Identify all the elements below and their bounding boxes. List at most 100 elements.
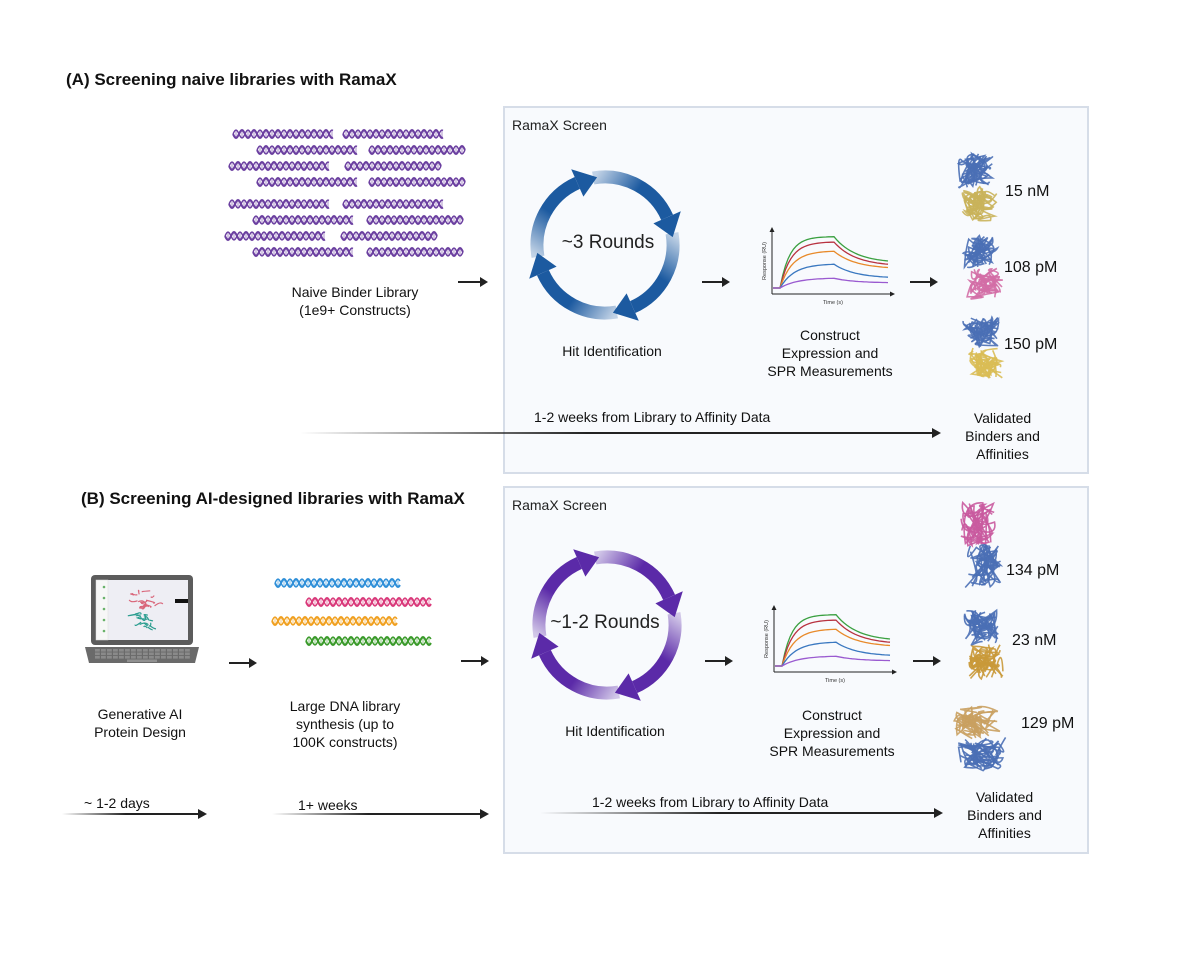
arrowhead-icon bbox=[612, 293, 639, 321]
dna-strand bbox=[344, 160, 442, 172]
hit-identification-caption: Hit Identification bbox=[565, 723, 665, 739]
protein-structure-icon bbox=[956, 151, 998, 222]
protein-domain bbox=[953, 705, 1001, 740]
dna-strand bbox=[368, 176, 466, 188]
cycle-arrows-icon bbox=[531, 549, 683, 701]
protein-structure-icon bbox=[963, 608, 1004, 681]
cycle-arc bbox=[594, 550, 676, 601]
cycle-arc bbox=[538, 649, 620, 700]
naive-library-caption: Naive Binder Library (1e9+ Constructs) bbox=[270, 283, 440, 319]
dna-strand bbox=[256, 144, 358, 156]
generative-ai-caption: Generative AI Protein Design bbox=[75, 705, 205, 741]
protein-domain bbox=[961, 185, 998, 222]
trackpad bbox=[127, 659, 157, 662]
dna-strand bbox=[224, 230, 326, 242]
cycle-arc bbox=[536, 269, 618, 320]
arrow-icon bbox=[910, 277, 938, 287]
spr-curve bbox=[773, 236, 889, 289]
dna-strand bbox=[366, 246, 464, 258]
dna-strand bbox=[342, 198, 444, 210]
arrowhead-icon bbox=[655, 591, 683, 618]
dna-strand bbox=[342, 128, 444, 140]
timeline-arrow bbox=[272, 809, 489, 819]
y-axis-label: Response (RU) bbox=[764, 620, 770, 658]
hit-identification-caption: Hit Identification bbox=[562, 343, 662, 359]
y-axis-label: Response (RU) bbox=[762, 242, 768, 280]
dna-strand bbox=[305, 635, 432, 647]
timeline-label: ~ 1-2 days bbox=[84, 795, 150, 811]
dna-strand bbox=[366, 214, 464, 226]
protein-domain bbox=[966, 267, 1003, 300]
sidebar-dot bbox=[102, 629, 106, 633]
protein-domain bbox=[961, 234, 1000, 270]
dna-strand bbox=[340, 230, 438, 242]
axis-arrow-icon bbox=[769, 227, 775, 232]
caption-line: SPR Measurements bbox=[767, 363, 893, 379]
protein-domain bbox=[957, 736, 1007, 772]
spr-caption: Construct Expression and SPR Measurement… bbox=[760, 326, 900, 380]
laptop-screen bbox=[96, 580, 188, 640]
caption-line: synthesis (up to bbox=[295, 716, 395, 732]
affinity-value: 108 pM bbox=[1004, 259, 1058, 276]
spr-curve bbox=[773, 277, 889, 289]
caption-line: Construct bbox=[800, 327, 860, 343]
dna-strand bbox=[252, 214, 354, 226]
cycle-arc bbox=[629, 232, 680, 314]
protein-domain bbox=[963, 608, 999, 647]
caption-line: Validated bbox=[973, 410, 1032, 426]
axis-arrow-icon bbox=[771, 605, 777, 610]
spr-curve bbox=[773, 250, 889, 289]
dna-strand bbox=[252, 246, 354, 258]
spr-sensorgram: Response (RU) Time (s) bbox=[764, 605, 897, 684]
spr-curve bbox=[773, 263, 889, 289]
timeline-label: 1-2 weeks from Library to Affinity Data bbox=[592, 794, 829, 810]
sidebar-dot bbox=[102, 618, 106, 622]
cycle-arc bbox=[530, 176, 581, 258]
dna-helix-icon bbox=[271, 577, 432, 647]
validated-binders-caption: Validated Binders and Affinities bbox=[950, 409, 1055, 463]
timeline-arrow bbox=[300, 428, 941, 438]
dna-strand bbox=[228, 198, 330, 210]
caption-line: Large DNA library bbox=[289, 698, 401, 714]
axis-arrow-icon bbox=[892, 669, 897, 675]
sidebar-dot bbox=[102, 596, 106, 600]
arrowhead-icon bbox=[573, 549, 600, 577]
axis-arrow-icon bbox=[890, 291, 895, 297]
caption-line: (1e9+ Constructs) bbox=[299, 302, 411, 318]
x-axis-label: Time (s) bbox=[825, 678, 845, 684]
protein-domain bbox=[956, 151, 996, 189]
spr-curve bbox=[775, 614, 891, 667]
timeline-label: 1+ weeks bbox=[298, 797, 358, 813]
dna-strand bbox=[256, 176, 358, 188]
cycle-arc bbox=[532, 556, 583, 638]
caption-line: Validated bbox=[975, 789, 1034, 805]
spr-curve bbox=[775, 619, 891, 667]
caption-line: Construct bbox=[802, 707, 862, 723]
dna-strand bbox=[368, 144, 466, 156]
spr-caption: Construct Expression and SPR Measurement… bbox=[762, 706, 902, 760]
dna-synthesis-caption: Large DNA library synthesis (up to 100K … bbox=[275, 697, 415, 751]
arrow-icon bbox=[229, 658, 257, 668]
dna-strand bbox=[232, 128, 334, 140]
affinity-value: 150 pM bbox=[1004, 336, 1058, 353]
arrow-icon bbox=[705, 656, 733, 666]
protein-domain bbox=[968, 644, 1004, 681]
affinity-value: 129 pM bbox=[1021, 715, 1075, 732]
spr-curve bbox=[773, 241, 889, 289]
arrowhead-icon bbox=[614, 673, 641, 701]
arrowhead-icon bbox=[529, 252, 557, 279]
protein-domain bbox=[964, 543, 1004, 589]
rounds-label: ~3 Rounds bbox=[561, 232, 655, 253]
timeline-label: 1-2 weeks from Library to Affinity Data bbox=[534, 409, 771, 425]
protein-structure-icon bbox=[961, 234, 1003, 300]
sidebar-dot bbox=[102, 607, 106, 611]
spr-curve bbox=[775, 655, 891, 667]
dna-strand bbox=[305, 596, 432, 608]
dna-helix-icon bbox=[224, 128, 466, 258]
arrowhead-icon bbox=[531, 632, 559, 659]
timeline-arrow bbox=[62, 809, 207, 819]
arrowhead-icon bbox=[653, 211, 681, 238]
cycle-arrows-icon bbox=[529, 169, 681, 321]
affinity-value: 23 nM bbox=[1012, 632, 1057, 649]
arrow-icon bbox=[913, 656, 941, 666]
